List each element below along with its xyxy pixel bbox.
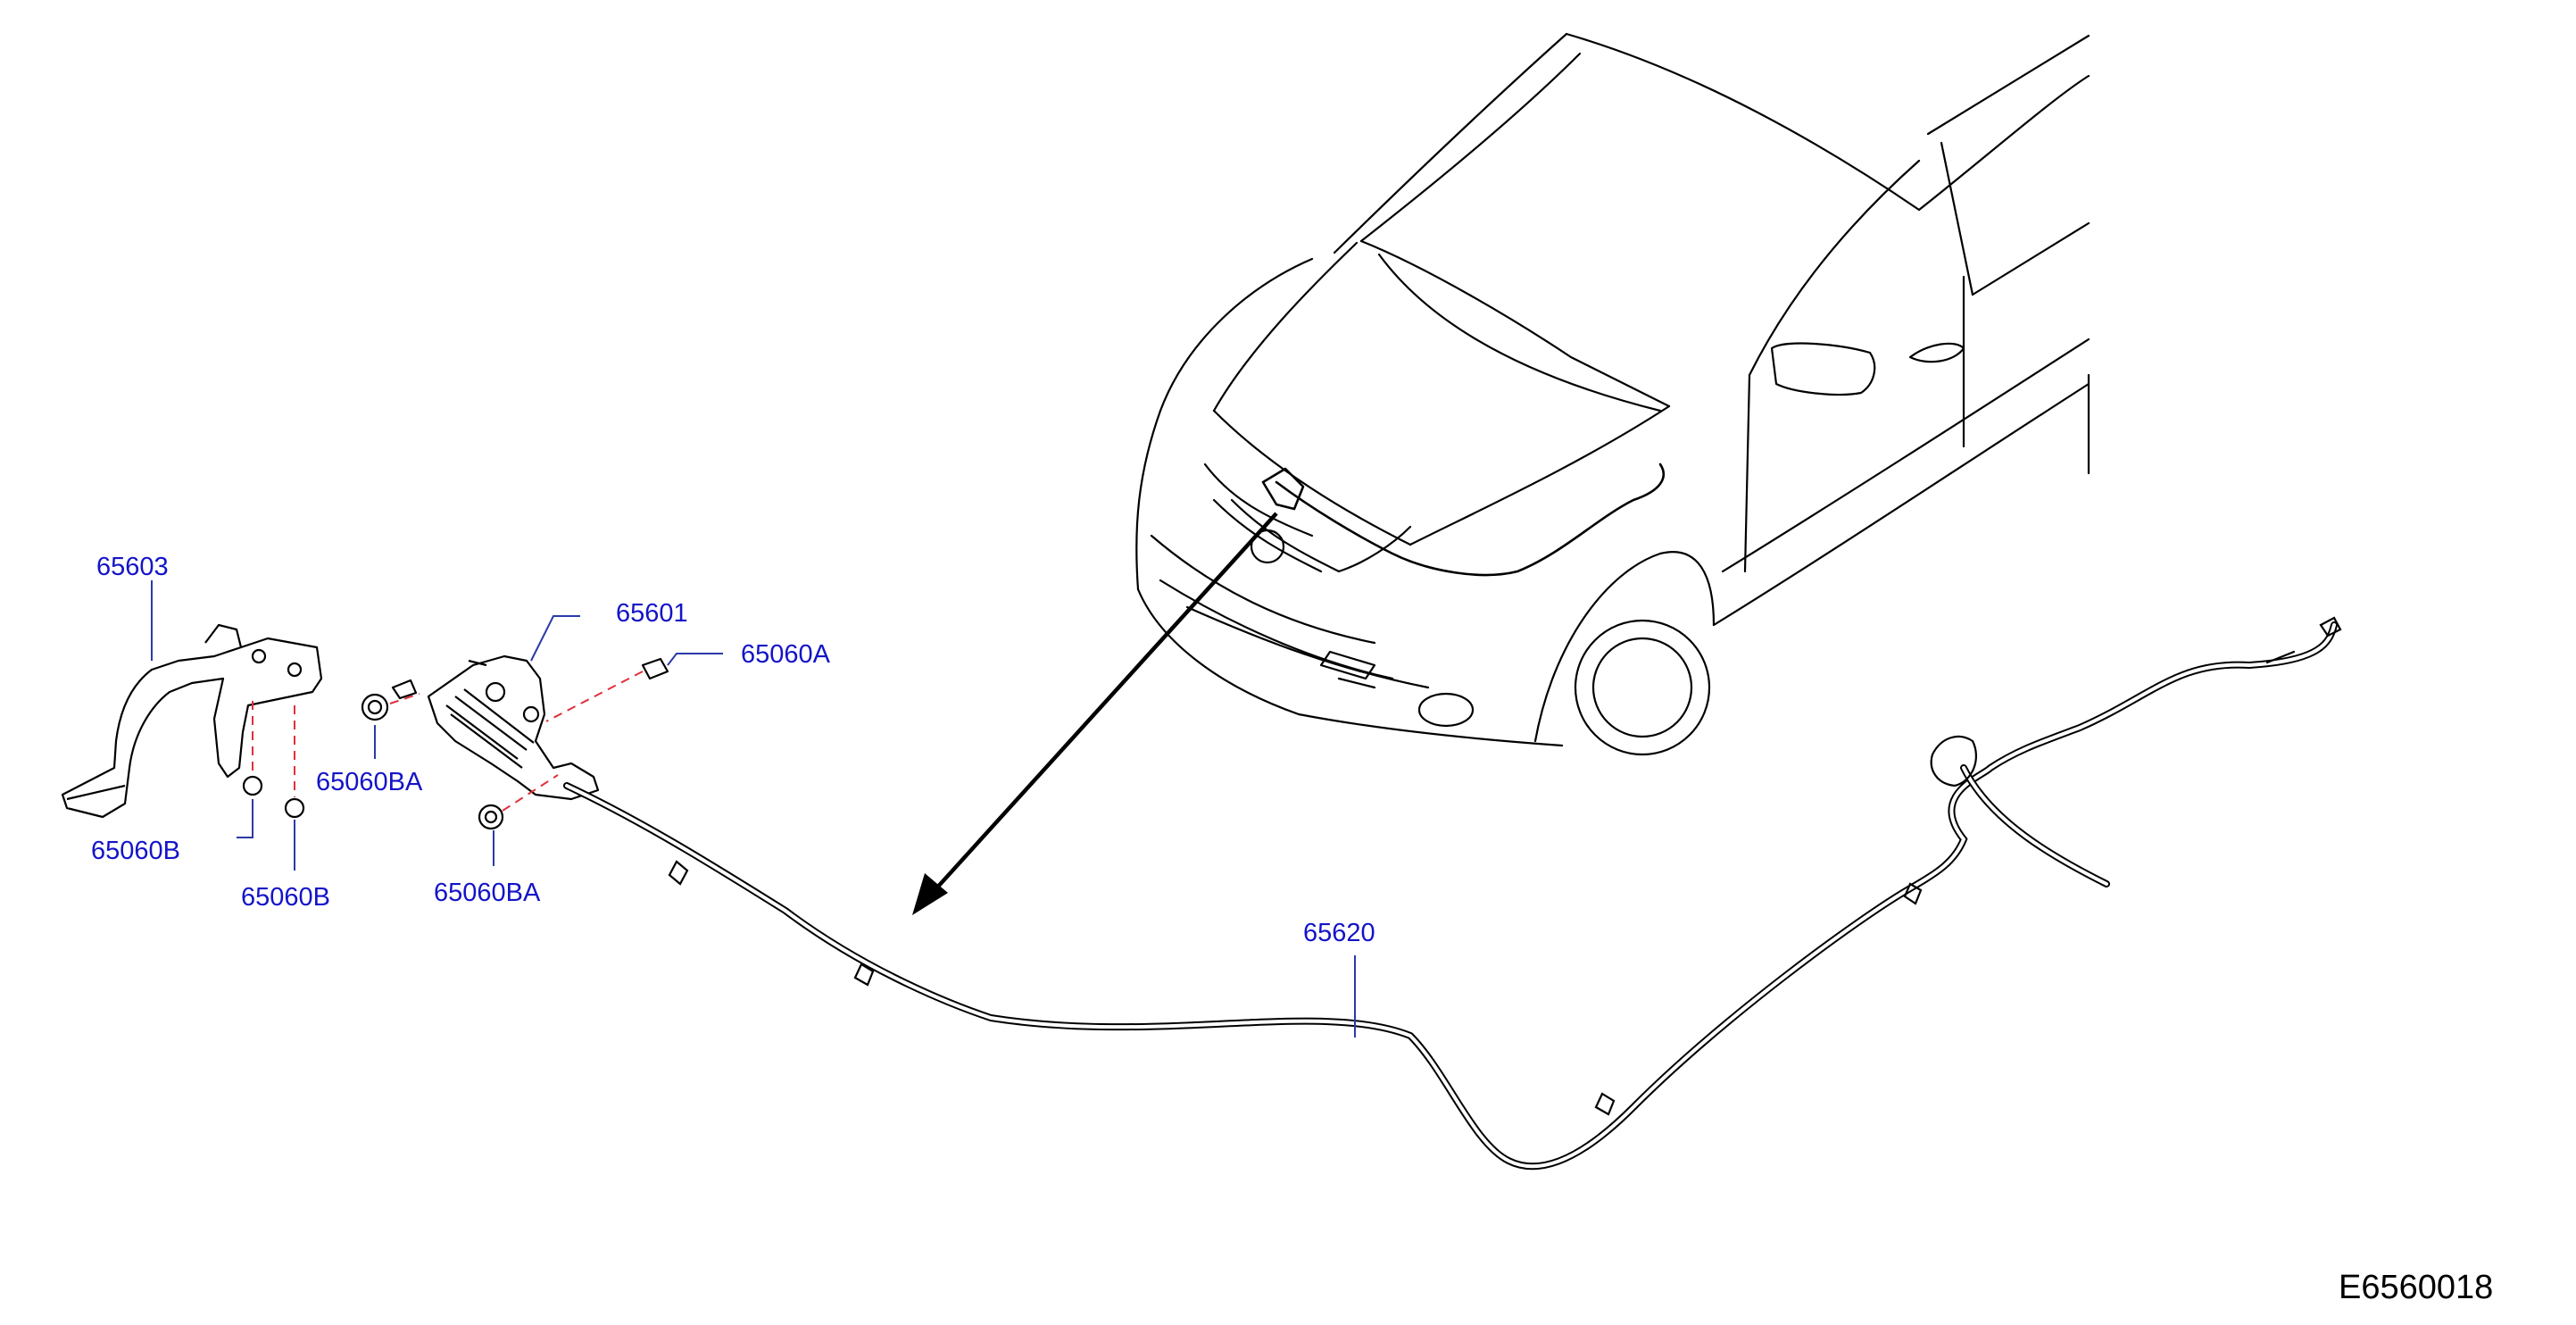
assembly-dash-lines [252, 671, 644, 812]
pointer-arrow [912, 512, 1278, 915]
part-labels: 65603 65601 65060A 65060BA 65060BA 65060… [91, 553, 1375, 947]
hood-lock-part [242, 654, 669, 830]
part-label: 65060BA [316, 768, 423, 796]
part-label: 65060BA [434, 879, 541, 907]
hood-latch-support-part [61, 623, 323, 819]
part-label: 65060A [741, 640, 831, 669]
part-label: 65603 [96, 553, 169, 581]
part-label: 65601 [616, 599, 688, 628]
diagram-code: E6560018 [2339, 1269, 2493, 1306]
part-label: 65060B [91, 837, 180, 865]
leader-lines [151, 580, 1356, 1038]
part-label: 65620 [1303, 919, 1375, 947]
part-label: 65060B [241, 883, 330, 912]
vehicle-illustration [1135, 32, 2090, 756]
hood-release-cable [563, 616, 2342, 1171]
